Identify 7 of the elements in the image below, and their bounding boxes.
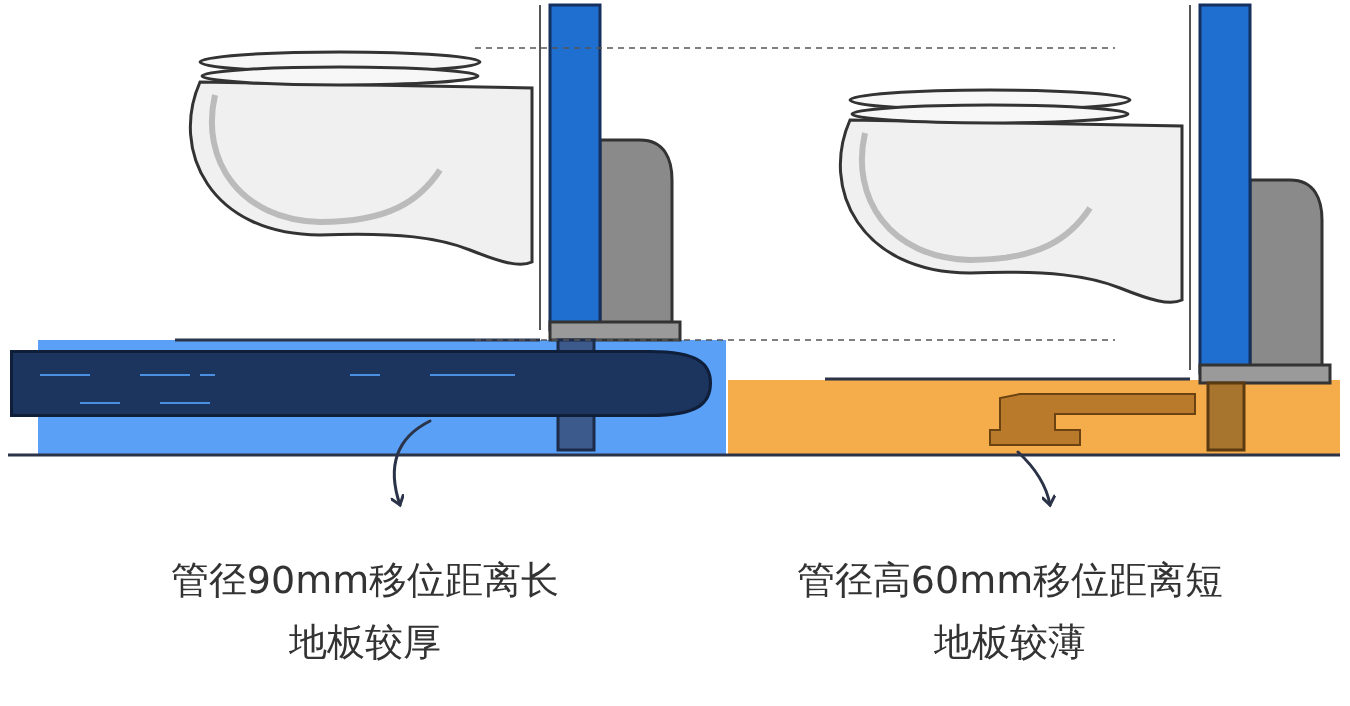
caption-text: 管径90mm移位距离长 <box>170 557 560 604</box>
curved-arrow <box>1016 450 1056 507</box>
caption-text: 地板较厚 <box>289 619 441 666</box>
caption-text: 管径高60mm移位距离短 <box>796 557 1224 604</box>
drain-pipe <box>10 350 712 417</box>
curved-arrow <box>390 419 432 507</box>
caption-text: 地板较薄 <box>934 619 1086 666</box>
